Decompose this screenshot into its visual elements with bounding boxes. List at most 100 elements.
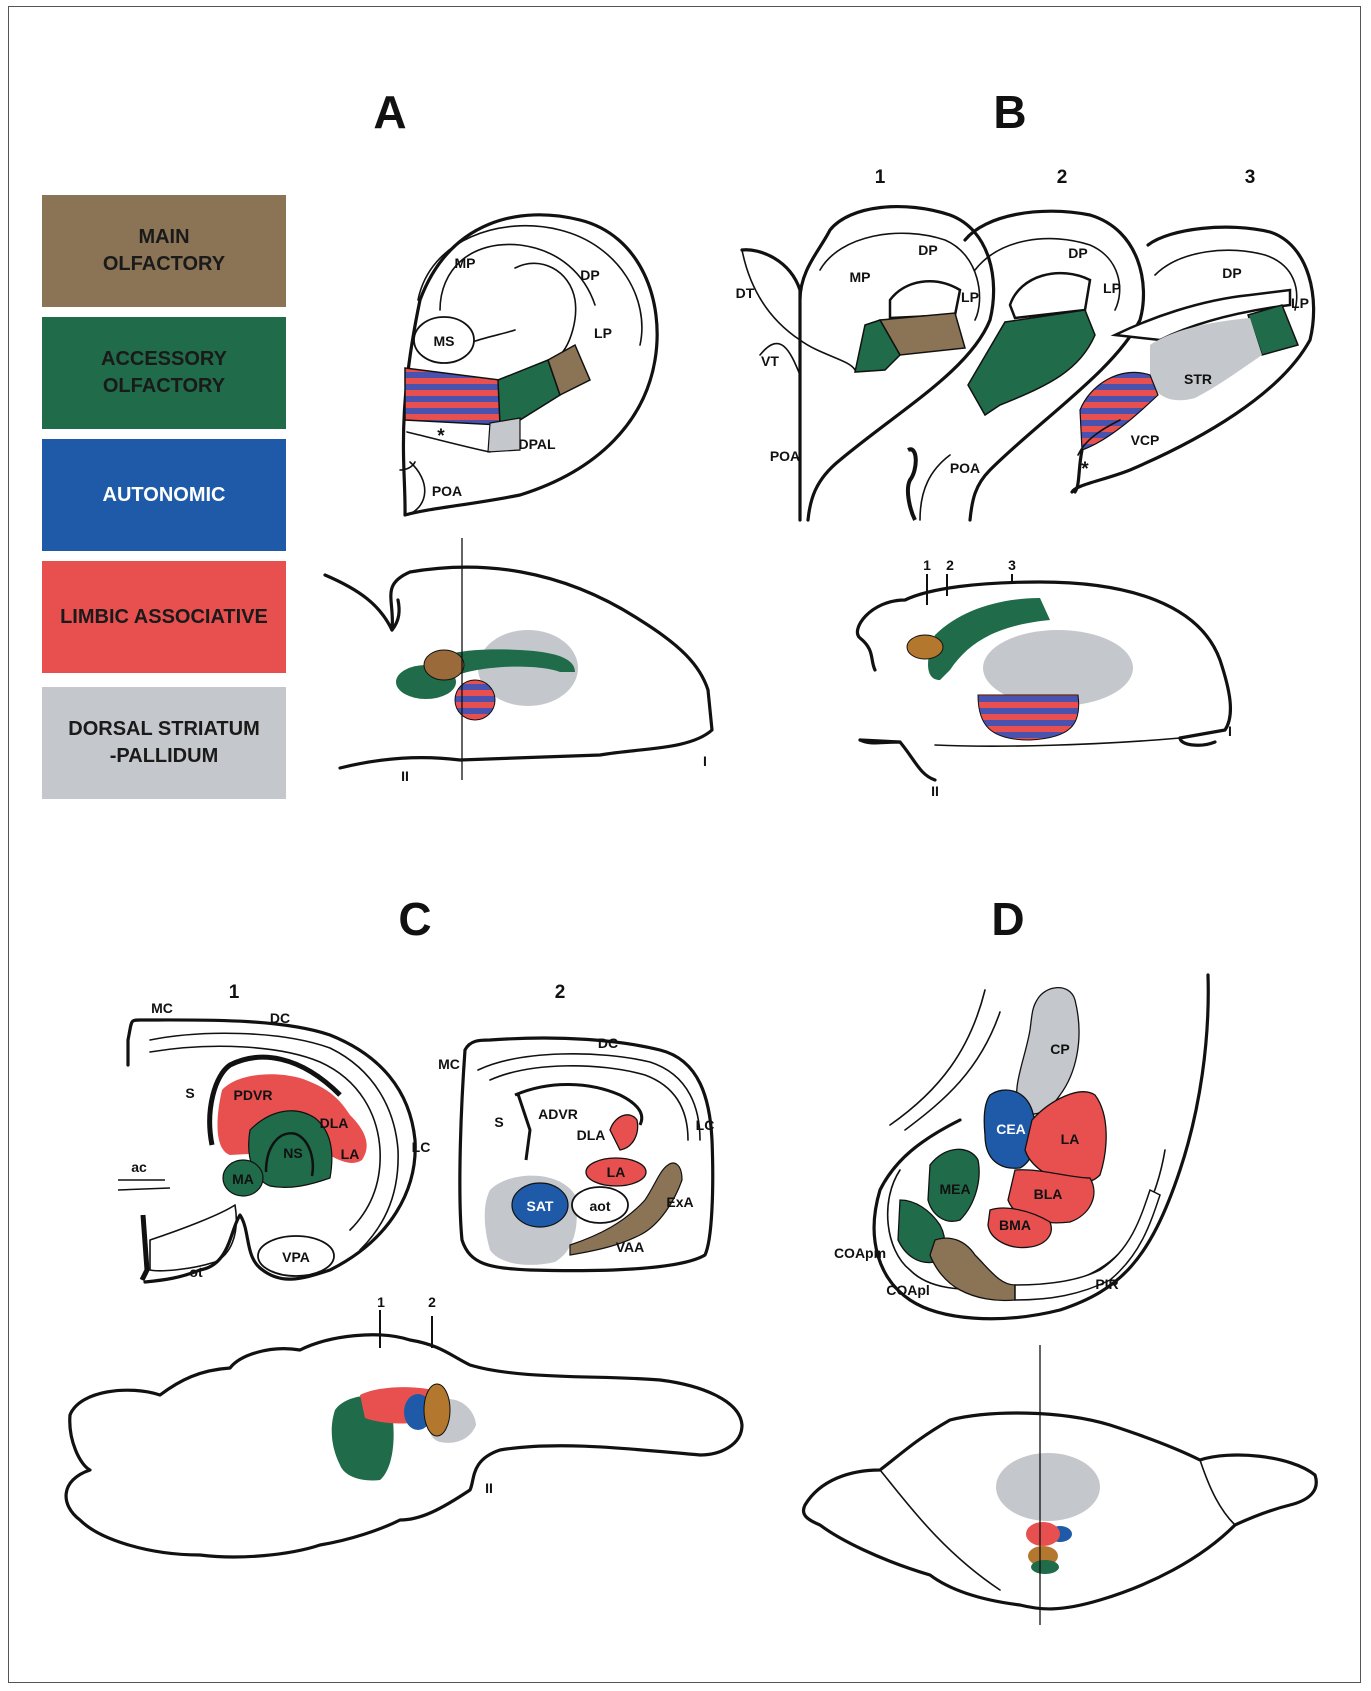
label-bla: BLA (1034, 1186, 1063, 1202)
section-2-number: 2 (555, 982, 566, 1003)
panel-a-coronal-section: MP DP LP MS DPAL POA * (400, 215, 657, 515)
label-dp: DP (1222, 265, 1241, 281)
panel-letter-d: D (991, 893, 1024, 945)
label-lp: LP (1291, 295, 1309, 311)
label-cea: CEA (996, 1121, 1026, 1137)
section-1-number: 1 (875, 167, 886, 188)
accessory-blob (1031, 1560, 1059, 1574)
ot-region (150, 1205, 236, 1271)
poa-line (920, 455, 950, 520)
coapl-region (930, 1238, 1015, 1300)
label-dt: DT (736, 285, 755, 301)
label-ms: MS (434, 333, 455, 349)
label-coapl: COApl (886, 1282, 930, 1298)
panel-a: A MP DP LP MS DPAL POA * (325, 86, 712, 784)
label-dpal: DPAL (518, 436, 556, 452)
panel-d: D CP CEA LA MEA BLA BMA COApm COApl PIR (803, 893, 1316, 1625)
panel-a-sagittal: II I (325, 538, 712, 784)
label-poa: POA (950, 460, 980, 476)
label-dc: DC (270, 1010, 290, 1026)
striped-blob (978, 695, 1079, 740)
ventral-line (935, 738, 1180, 746)
d-coronal-section: CP CEA LA MEA BLA BMA COApm COApl PIR (834, 975, 1208, 1319)
ac-line-2 (118, 1188, 170, 1190)
label-la: LA (341, 1146, 360, 1162)
label-ac: ac (131, 1159, 147, 1175)
olfactory-bulb-blob (424, 650, 464, 680)
panel-b: B 1 2 3 DT VT POA MP DP LP P (736, 86, 1314, 799)
b-section-2: POA DP LP (908, 211, 1144, 520)
label-star: * (1081, 459, 1089, 480)
anterior-commissure-line (407, 432, 490, 452)
striped-blob (455, 680, 495, 720)
label-la: LA (1061, 1131, 1080, 1147)
pallidum-region (488, 418, 520, 452)
label-mea: MEA (939, 1181, 970, 1197)
marker-1-label: 1 (923, 557, 931, 573)
b-section-3: DP LP STR VCP * (1072, 227, 1314, 492)
label-lp: LP (961, 289, 979, 305)
section-outline (403, 215, 657, 515)
label-mp: MP (455, 255, 476, 271)
panel-letter-b: B (993, 86, 1026, 138)
label-poa: POA (770, 448, 800, 464)
panel-letter-a: A (373, 86, 406, 138)
section-3-number: 3 (1245, 167, 1256, 188)
label-vpa: VPA (282, 1249, 310, 1265)
sagittal-outline (66, 1335, 742, 1557)
medial-ventricle (518, 1094, 530, 1160)
label-ot: ot (189, 1264, 203, 1280)
marker-2-label: 2 (428, 1294, 436, 1310)
label-pdvr: PDVR (234, 1087, 273, 1103)
label-dp: DP (580, 267, 599, 283)
label-mc: MC (438, 1056, 460, 1072)
panel-letter-c: C (398, 893, 431, 945)
label-lp: LP (594, 325, 612, 341)
label-lp: LP (1103, 280, 1121, 296)
marker-2-label: 2 (946, 557, 954, 573)
panel-d-sagittal (803, 1345, 1316, 1625)
label-dla: DLA (577, 1127, 606, 1143)
label-ii: II (931, 783, 939, 799)
label-i: I (1228, 723, 1232, 739)
label-dc: DC (598, 1035, 618, 1051)
label-poa: POA (432, 483, 462, 499)
label-ns: NS (283, 1145, 302, 1161)
panel-b-sagittal: 1 2 3 II I (857, 557, 1232, 799)
label-coapm: COApm (834, 1245, 886, 1261)
anterior-commissure (908, 449, 916, 520)
vt-line (760, 344, 800, 520)
panel-c-sagittal: 1 2 II (66, 1294, 742, 1557)
section-2-number: 2 (1057, 167, 1068, 188)
limbic-blob (1026, 1522, 1060, 1546)
label-mp: MP (850, 269, 871, 285)
label-lc: LC (696, 1117, 715, 1133)
label-dp: DP (918, 242, 937, 258)
internal-line (880, 1470, 1000, 1590)
section-1-number: 1 (229, 982, 240, 1003)
label-ii: II (485, 1480, 493, 1496)
label-vcp: VCP (1131, 432, 1160, 448)
ventricle (890, 281, 960, 318)
striatum-blob (996, 1453, 1100, 1521)
label-i: I (703, 753, 707, 769)
label-exa: ExA (666, 1194, 693, 1210)
label-vt: VT (761, 353, 779, 369)
c-section-1: MC DC S PDVR DLA LA NS MA LC ac ot VPA (118, 1000, 430, 1282)
label-bma: BMA (999, 1217, 1031, 1233)
marker-1-label: 1 (377, 1294, 385, 1310)
panel-c: C 1 2 MC DC S PDVR DLA LA NS MA LC (66, 893, 742, 1557)
midline-marker (142, 1215, 147, 1280)
marker-3-label: 3 (1008, 557, 1016, 573)
mp-fold (515, 263, 576, 355)
label-vaa: VAA (616, 1239, 645, 1255)
label-aot: aot (590, 1198, 611, 1214)
internal-line-2 (1200, 1460, 1235, 1525)
label-advr: ADVR (538, 1106, 578, 1122)
main-olfactory-blob (424, 1384, 450, 1436)
label-pir: PIR (1095, 1276, 1118, 1292)
label-la: LA (607, 1164, 626, 1180)
label-ii: II (401, 768, 409, 784)
label-sat: SAT (527, 1198, 554, 1214)
